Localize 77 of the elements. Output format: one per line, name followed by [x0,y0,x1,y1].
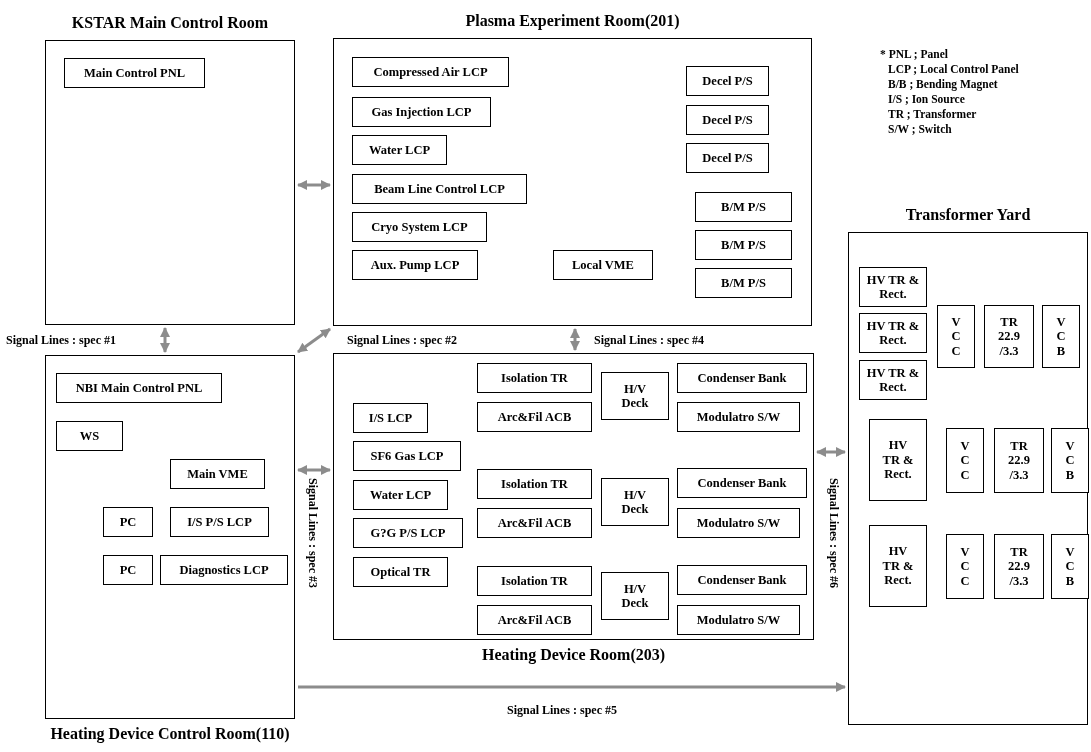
equipment-box: Main VME [170,459,265,489]
equipment-box: V C B [1042,305,1080,368]
equipment-box: I/S LCP [353,403,428,433]
equipment-box: HV TR & Rect. [859,360,927,400]
equipment-box: TR 22.9 /3.3 [994,534,1044,599]
equipment-box: HV TR & Rect. [859,267,927,307]
abbreviation-note: * PNL ; Panel [880,48,949,60]
equipment-box: HV TR & Rect. [869,525,927,607]
double-arrow [570,328,580,351]
equipment-box: Aux. Pump LCP [352,250,478,280]
equipment-box: Isolation TR [477,566,592,596]
double-arrow [160,327,170,353]
abbreviation-note: TR ; Transformer [888,108,977,120]
room-title: Heating Device Control Room(110) [50,725,290,743]
equipment-box: Beam Line Control LCP [352,174,527,204]
equipment-box: Water LCP [352,135,447,165]
room-title: Plasma Experiment Room(201) [465,12,680,30]
equipment-box: Arc&Fil ACB [477,508,592,538]
edge-label: Signal Lines : spec #4 [592,333,706,348]
equipment-box: Water LCP [353,480,448,510]
room-title: Transformer Yard [905,206,1031,224]
equipment-box: V C B [1051,428,1089,493]
equipment-box: Local VME [553,250,653,280]
equipment-box: HV TR & Rect. [859,313,927,353]
equipment-box: H/V Deck [601,478,669,526]
abbreviation-note: LCP ; Local Control Panel [888,63,1019,75]
equipment-box: Arc&Fil ACB [477,605,592,635]
equipment-box: Modulatro S/W [677,402,800,432]
abbreviation-note: I/S ; Ion Source [888,93,965,105]
equipment-box: V C C [946,428,984,493]
edge-label: Signal Lines : spec #5 [505,703,619,718]
abbreviation-note: B/B ; Bending Magnet [888,78,998,90]
abbreviation-note: S/W ; Switch [888,123,952,135]
double-arrow [297,180,331,190]
equipment-box: PC [103,555,153,585]
equipment-box: Isolation TR [477,363,592,393]
equipment-box: Isolation TR [477,469,592,499]
edge-label: Signal Lines : spec #1 [4,333,118,348]
equipment-box: PC [103,507,153,537]
equipment-box: WS [56,421,123,451]
equipment-box: B/M P/S [695,268,792,298]
equipment-box: Compressed Air LCP [352,57,509,87]
equipment-box: Condenser Bank [677,565,807,595]
equipment-box: Gas Injection LCP [352,97,491,127]
equipment-box: TR 22.9 /3.3 [984,305,1034,368]
equipment-box: Main Control PNL [64,58,205,88]
equipment-box: H/V Deck [601,572,669,620]
equipment-box: Condenser Bank [677,363,807,393]
equipment-box: G?G P/S LCP [353,518,463,548]
double-arrow [297,465,331,475]
equipment-box: Modulatro S/W [677,605,800,635]
double-arrow [297,327,331,354]
equipment-box: Diagnostics LCP [160,555,288,585]
edge-label: Signal Lines : spec #2 [345,333,459,348]
equipment-box: HV TR & Rect. [869,419,927,501]
equipment-box: V C C [946,534,984,599]
equipment-box: Decel P/S [686,105,769,135]
equipment-box: B/M P/S [695,192,792,222]
equipment-box: Condenser Bank [677,468,807,498]
equipment-box: SF6 Gas LCP [353,441,461,471]
room-title: Heating Device Room(203) [481,646,666,664]
equipment-box: Arc&Fil ACB [477,402,592,432]
equipment-box: TR 22.9 /3.3 [994,428,1044,493]
equipment-box: Modulatro S/W [677,508,800,538]
equipment-box: V C B [1051,534,1089,599]
equipment-box: I/S P/S LCP [170,507,269,537]
equipment-box: H/V Deck [601,372,669,420]
room-title: KSTAR Main Control Room [71,14,269,32]
equipment-box: V C C [937,305,975,368]
equipment-box: NBI Main Control PNL [56,373,222,403]
equipment-box: Cryo System LCP [352,212,487,242]
equipment-box: Optical TR [353,557,448,587]
equipment-box: Decel P/S [686,66,769,96]
double-arrow [816,447,846,457]
arrow [298,682,846,692]
equipment-box: B/M P/S [695,230,792,260]
equipment-box: Decel P/S [686,143,769,173]
